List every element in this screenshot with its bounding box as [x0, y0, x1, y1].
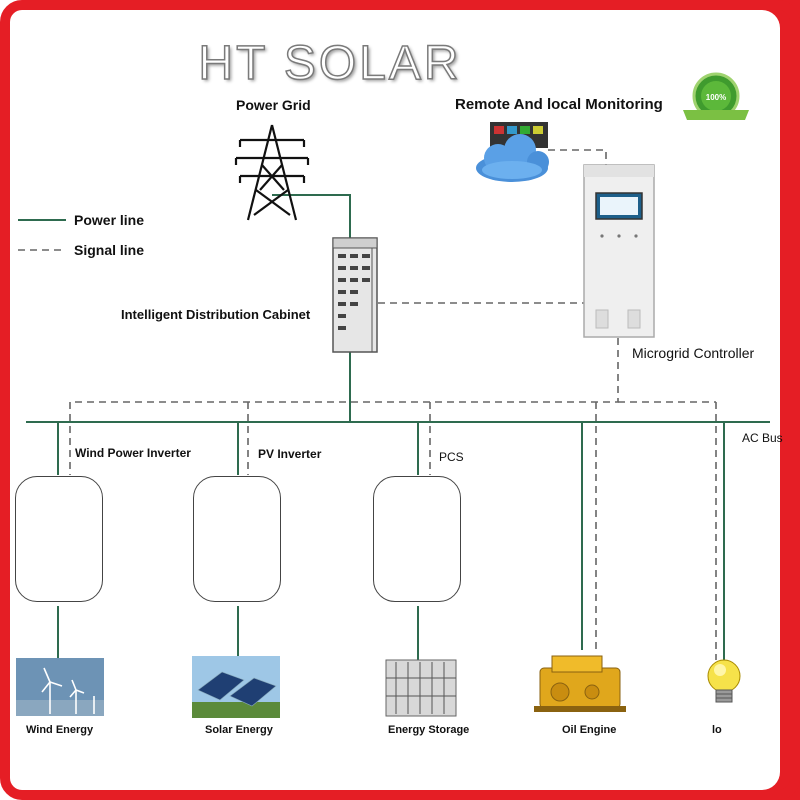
- pv-inverter-card: [193, 476, 281, 602]
- source-label-wind: Wind Energy: [26, 724, 94, 736]
- ac-bus-label: AC Bus: [742, 431, 783, 445]
- light-bulb-icon: [707, 659, 741, 703]
- legend-signal-line: Signal line: [74, 242, 145, 258]
- wind-turbine-icon: [16, 658, 104, 716]
- power-grid-label: Power Grid: [236, 97, 311, 113]
- distribution-cabinet-icon: [332, 237, 378, 353]
- converter-label-wind: Wind Power Inverter: [75, 446, 191, 460]
- converter-label-pcs: PCS: [439, 450, 464, 464]
- controller-label: Microgrid Controller: [632, 345, 755, 361]
- wind-inverter-card: [15, 476, 103, 602]
- quality-badge-icon: 100%: [683, 72, 749, 120]
- grid-power-line: [272, 194, 351, 238]
- pcs-card: [373, 476, 461, 602]
- engine-icon: [534, 655, 626, 712]
- power-tower-icon: [234, 124, 310, 221]
- microgrid-controller-icon: [583, 164, 655, 338]
- source-label-storage: Energy Storage: [388, 724, 470, 736]
- battery-rack-icon: [385, 659, 457, 717]
- monitoring-label: Remote And local Monitoring: [455, 96, 663, 113]
- legend-power-line: Power line: [74, 212, 145, 228]
- cloud-monitoring-icon: [476, 122, 549, 182]
- source-label-solar: Solar Energy: [205, 724, 273, 736]
- cabinet-label: Intelligent Distribution Cabinet: [121, 307, 311, 322]
- converter-label-pv: PV Inverter: [258, 447, 322, 461]
- source-label-load: lo: [712, 724, 722, 736]
- solar-panel-icon: [192, 656, 280, 718]
- brand-title: HT SOLAR: [198, 36, 462, 91]
- svg-text:100%: 100%: [706, 93, 726, 102]
- source-label-oil: Oil Engine: [562, 724, 617, 736]
